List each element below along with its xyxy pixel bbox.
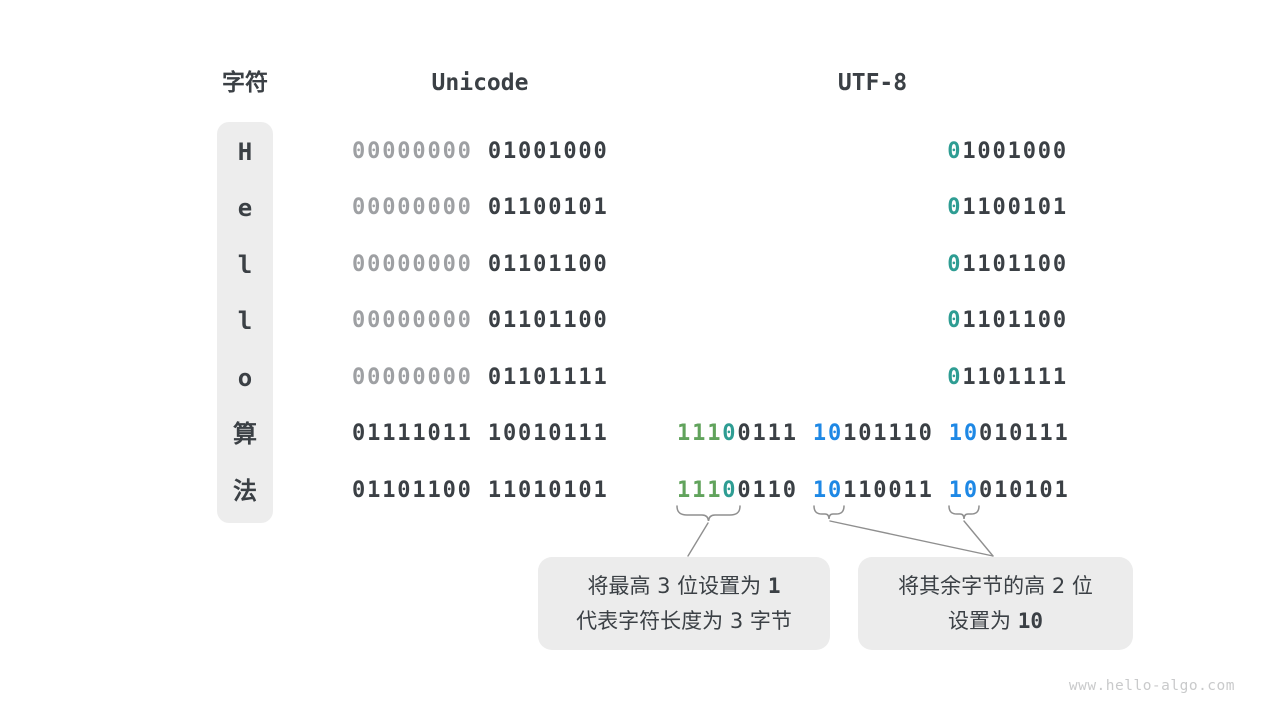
utf8-bits: 0 bbox=[947, 308, 963, 333]
utf8-bits: 1100101 bbox=[962, 195, 1068, 220]
unicode-bits: 00000000 bbox=[352, 139, 473, 164]
character-label: l bbox=[237, 307, 253, 335]
callout-text: 代表字符长度为 3 字节 bbox=[576, 608, 792, 633]
column-header-utf8: UTF-8 bbox=[837, 70, 908, 96]
utf8-bits: 0110 bbox=[737, 478, 813, 503]
column-header-unicode: Unicode bbox=[431, 70, 529, 96]
unicode-bits: 00000000 bbox=[352, 308, 473, 333]
utf8-binary: 01101100 bbox=[677, 247, 1068, 283]
utf8-continuation-prefix: 10 bbox=[948, 478, 979, 503]
utf8-bits: 0 bbox=[947, 139, 963, 164]
unicode-bits: 00000000 bbox=[352, 365, 473, 390]
utf8-bits: 010111 bbox=[978, 421, 1070, 446]
utf8-continuation-prefix: 10 bbox=[812, 421, 844, 446]
character-label: o bbox=[237, 364, 253, 392]
unicode-binary: 00000000 01001000 bbox=[352, 134, 609, 170]
character-label: e bbox=[237, 194, 253, 222]
utf8-bits: 0 bbox=[947, 252, 963, 277]
utf8-bits: 0 bbox=[947, 365, 963, 390]
callout-line: 设置为 10 bbox=[948, 604, 1043, 639]
callout-line: 代表字符长度为 3 字节 bbox=[576, 604, 792, 639]
unicode-binary: 00000000 01101100 bbox=[352, 303, 609, 339]
encoding-row-suan: 算 01111011 10010111 11100111 10101110 10… bbox=[0, 416, 1280, 452]
column-header-character: 字符 bbox=[222, 70, 268, 96]
utf8-binary: 01100101 bbox=[677, 190, 1068, 226]
unicode-binary: 00000000 01101100 bbox=[352, 247, 609, 283]
connector-line-left bbox=[687, 522, 709, 557]
callout-highlight-1: 1 bbox=[767, 573, 781, 598]
encoding-row-o: o 00000000 01101111 01101111 bbox=[0, 360, 1280, 396]
character-column-background bbox=[217, 122, 273, 523]
unicode-binary: 00000000 01100101 bbox=[352, 190, 609, 226]
utf8-binary: 01001000 bbox=[677, 134, 1068, 170]
unicode-bits: 01101100 bbox=[472, 252, 609, 277]
utf8-bits: 1101100 bbox=[962, 308, 1068, 333]
unicode-binary: 01101100 11010101 bbox=[352, 473, 609, 509]
unicode-bits: 00000000 bbox=[352, 252, 473, 277]
character-label: 法 bbox=[233, 477, 257, 505]
encoding-row-l1: l 00000000 01101100 01101100 bbox=[0, 247, 1280, 283]
character-label: H bbox=[237, 138, 253, 166]
callout-text: 将最高 3 位设置为 bbox=[587, 573, 768, 598]
utf8-prefix-bits: 111 bbox=[677, 421, 723, 446]
utf8-bits: 101110 bbox=[843, 421, 949, 446]
character-label: l bbox=[237, 251, 253, 279]
utf8-binary: 11100110 10110011 10010101 bbox=[677, 473, 1068, 509]
utf8-bits: 0 bbox=[947, 195, 963, 220]
callout-text: 将其余字节的高 2 位 bbox=[898, 573, 1093, 598]
utf8-binary: 01101111 bbox=[677, 360, 1068, 396]
encoding-row-h: H 00000000 01001000 01001000 bbox=[0, 134, 1280, 170]
utf8-prefix-zero-bit: 0 bbox=[722, 421, 738, 446]
utf8-continuation-prefix: 10 bbox=[812, 478, 844, 503]
utf8-bits: 110011 bbox=[843, 478, 949, 503]
utf8-prefix-bits: 111 bbox=[677, 478, 723, 503]
utf8-bits: 010101 bbox=[978, 478, 1070, 503]
unicode-bits: 00000000 bbox=[352, 195, 473, 220]
unicode-bits: 01101100 bbox=[352, 478, 473, 503]
encoding-row-l2: l 00000000 01101100 01101100 bbox=[0, 303, 1280, 339]
character-label: 算 bbox=[233, 420, 257, 448]
utf8-bits: 1101111 bbox=[962, 365, 1068, 390]
utf8-binary: 01101100 bbox=[677, 303, 1068, 339]
watermark: www.hello-algo.com bbox=[1068, 678, 1235, 694]
callout-highlight-10: 10 bbox=[1017, 608, 1043, 633]
utf8-prefix-zero-bit: 0 bbox=[722, 478, 738, 503]
connector-line-right-a bbox=[829, 520, 994, 557]
encoding-row-fa: 法 01101100 11010101 11100110 10110011 10… bbox=[0, 473, 1280, 509]
unicode-bits: 01101111 bbox=[472, 365, 609, 390]
unicode-bits: 01101100 bbox=[472, 308, 609, 333]
unicode-bits: 10010111 bbox=[472, 421, 609, 446]
connector-line-right-b bbox=[963, 520, 994, 557]
unicode-bits: 11010101 bbox=[472, 478, 609, 503]
utf8-binary: 11100111 10101110 10010111 bbox=[677, 416, 1068, 452]
utf8-bits: 0111 bbox=[737, 421, 813, 446]
utf8-continuation-prefix: 10 bbox=[948, 421, 979, 446]
unicode-binary: 01111011 10010111 bbox=[352, 416, 609, 452]
unicode-binary: 00000000 01101111 bbox=[352, 360, 609, 396]
unicode-bits: 01111011 bbox=[352, 421, 473, 446]
callout-continuation-bits: 将其余字节的高 2 位 设置为 10 bbox=[858, 557, 1133, 650]
encoding-row-e: e 00000000 01100101 01100101 bbox=[0, 190, 1280, 226]
unicode-bits: 01100101 bbox=[472, 195, 609, 220]
utf8-bits: 1001000 bbox=[962, 139, 1068, 164]
callout-high-bits: 将最高 3 位设置为 1 代表字符长度为 3 字节 bbox=[538, 557, 830, 650]
callout-line: 将其余字节的高 2 位 bbox=[898, 569, 1093, 604]
callout-line: 将最高 3 位设置为 1 bbox=[587, 569, 780, 604]
unicode-bits: 01001000 bbox=[472, 139, 609, 164]
callout-text: 设置为 bbox=[948, 608, 1018, 633]
utf8-bits: 1101100 bbox=[962, 252, 1068, 277]
